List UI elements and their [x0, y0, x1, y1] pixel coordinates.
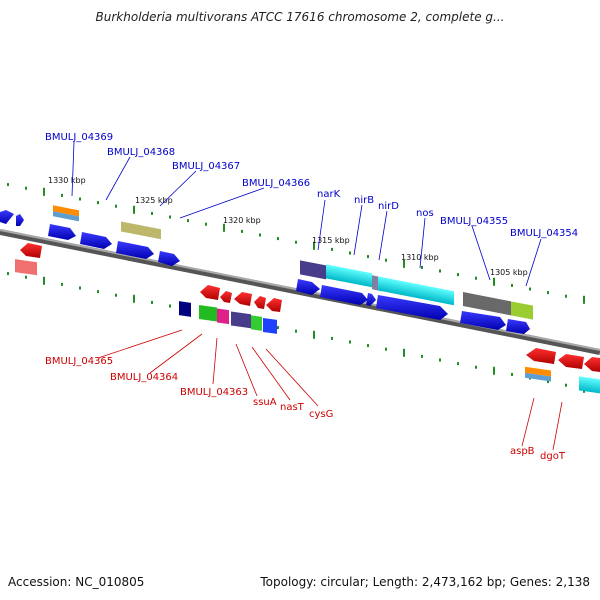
tick-label-1320: 1320 kbp	[223, 216, 261, 225]
gene-box	[326, 264, 372, 288]
gene-arrow	[506, 319, 530, 334]
gene-box	[199, 304, 217, 322]
gene-box	[217, 308, 229, 325]
gene-label-BMULJ_04368: BMULJ_04368	[107, 147, 175, 158]
gene-arrow	[526, 348, 556, 364]
gene-label-BMULJ_04366: BMULJ_04366	[242, 178, 310, 189]
gene-arrow	[220, 291, 232, 303]
gene-box	[511, 301, 533, 320]
gene-label-nasT: nasT	[280, 402, 305, 413]
gene-label-BMULJ_04364: BMULJ_04364	[110, 372, 178, 383]
gene-label-narK: narK	[317, 189, 341, 200]
tick-label-1330: 1330 kbp	[48, 176, 86, 185]
tick-label-1305: 1305 kbp	[490, 268, 528, 277]
gene-arrow	[0, 210, 14, 224]
gene-box	[263, 317, 277, 334]
gene-label-nos: nos	[416, 208, 434, 219]
gene-box	[251, 315, 262, 331]
gene-arrow	[320, 285, 368, 305]
gene-arrow	[460, 311, 506, 330]
gene-box	[53, 205, 79, 217]
gene-label-BMULJ_04354: BMULJ_04354	[510, 228, 578, 239]
gene-arrow	[16, 214, 24, 226]
gene-box	[15, 259, 37, 276]
gene-label-BMULJ_04355: BMULJ_04355	[440, 216, 508, 227]
gene-arrow	[200, 285, 220, 300]
gene-label-cysG: cysG	[309, 409, 333, 420]
gene-arrow	[296, 279, 320, 295]
gene-box	[121, 221, 161, 240]
gene-label-nirB: nirB	[354, 195, 374, 206]
gene-box	[179, 301, 191, 317]
tick-label-1325: 1325 kbp	[135, 196, 173, 205]
gene-arrow	[20, 243, 42, 258]
gene-arrow	[80, 232, 112, 249]
gene-label-aspB: aspB	[510, 446, 535, 457]
gene-arrow	[116, 241, 154, 259]
topology-summary-text: Topology: circular; Length: 2,473,162 bp…	[260, 575, 590, 589]
gene-label-BMULJ_04367: BMULJ_04367	[172, 161, 240, 172]
accession-text: Accession: NC_010805	[8, 575, 145, 589]
gene-box	[378, 276, 454, 306]
forward-gene-labels: BMULJ_04369 BMULJ_04368 BMULJ_04367 BMUL…	[45, 132, 578, 287]
gene-arrow	[158, 251, 180, 266]
gene-box	[525, 372, 551, 382]
tick-label-1315: 1315 kbp	[312, 236, 350, 245]
gene-box	[372, 275, 378, 291]
gene-box	[231, 311, 251, 329]
gene-label-BMULJ_04363: BMULJ_04363	[180, 387, 248, 398]
gene-box	[300, 260, 326, 280]
gene-arrow	[376, 295, 448, 320]
gene-label-BMULJ_04369: BMULJ_04369	[45, 132, 113, 143]
forward-strand-genes[interactable]	[0, 205, 533, 334]
gene-box	[579, 376, 600, 394]
reverse-gene-labels: BMULJ_04365 BMULJ_04364 BMULJ_04363 ssuA…	[45, 329, 566, 462]
gene-box	[525, 366, 551, 377]
gene-arrow	[266, 298, 282, 312]
gene-arrow	[234, 292, 252, 306]
gene-box	[53, 211, 79, 222]
gene-arrow	[254, 296, 266, 309]
map-title: Burkholderia multivorans ATCC 17616 chro…	[95, 10, 505, 24]
reverse-strand-genes[interactable]	[15, 243, 600, 394]
gene-arrow	[366, 293, 376, 306]
tick-label-1310: 1310 kbp	[401, 253, 439, 262]
gene-label-ssuA: ssuA	[253, 397, 277, 408]
gene-arrow	[48, 224, 76, 240]
gene-arrow	[584, 357, 600, 372]
gene-label-BMULJ_04365: BMULJ_04365	[45, 356, 113, 367]
gene-label-dgoT: dgoT	[540, 451, 566, 462]
scale-tick-labels: 1330 kbp 1325 kbp 1320 kbp 1315 kbp 1310…	[48, 176, 528, 277]
gene-arrow	[558, 354, 584, 369]
gene-label-nirD: nirD	[378, 201, 399, 212]
gene-box	[463, 291, 511, 316]
